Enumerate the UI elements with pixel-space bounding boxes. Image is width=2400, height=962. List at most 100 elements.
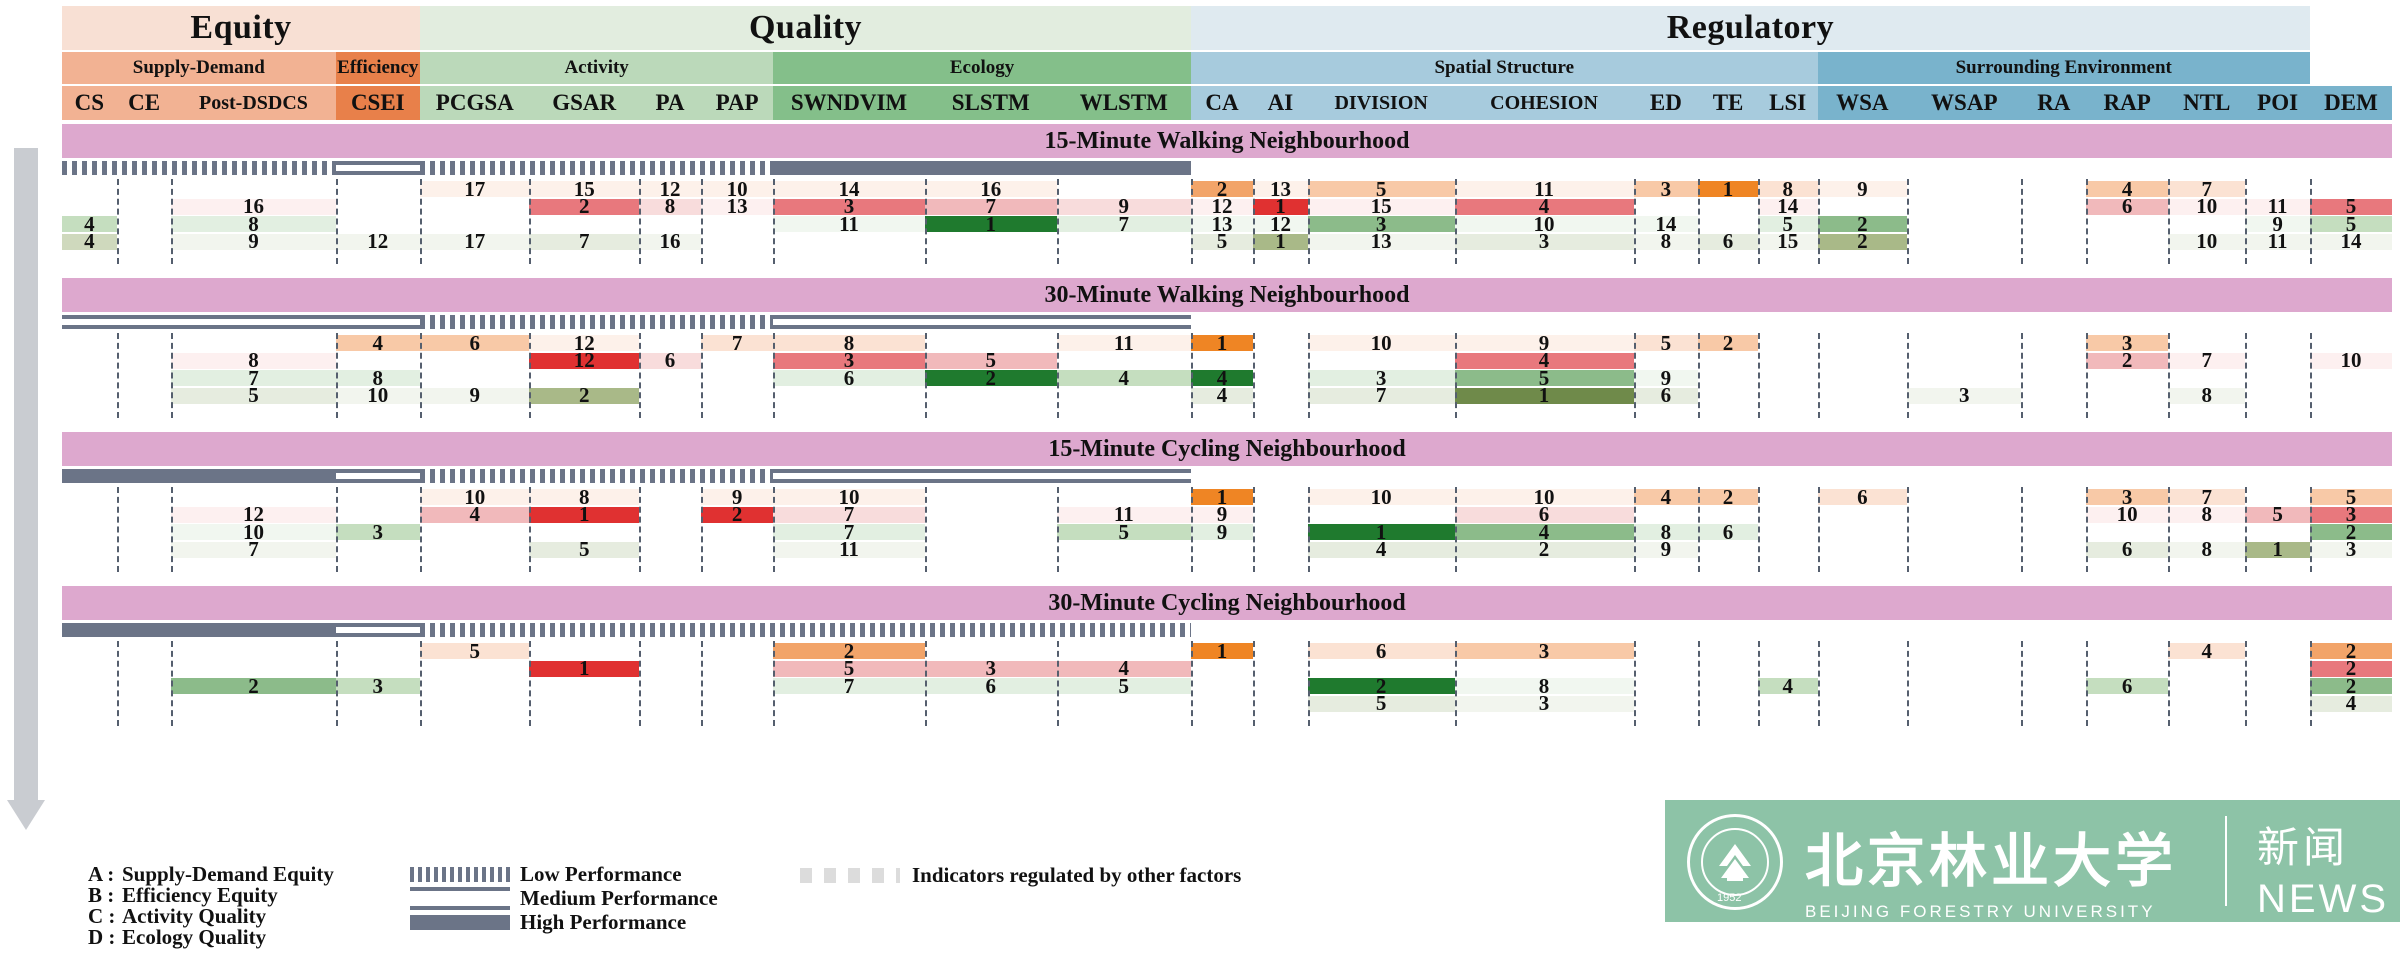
scale-arrow-stem bbox=[14, 148, 38, 800]
cell-C-CSEI: 3 bbox=[335, 520, 421, 544]
legend-swatch-high bbox=[410, 915, 510, 930]
cell-A-DIVISION: 10 bbox=[1307, 485, 1455, 509]
cell-A-RAP: 3 bbox=[2086, 485, 2169, 509]
cell-A-NTL: 7 bbox=[2168, 485, 2246, 509]
cell-A-SWNDVIM: 8 bbox=[773, 331, 925, 355]
legend-row-label: Activity Quality bbox=[122, 904, 267, 928]
cell-B-GSAR: 1 bbox=[529, 656, 639, 680]
column-separator bbox=[1253, 641, 1256, 726]
legend-row-key: B : bbox=[88, 883, 115, 907]
legend-row-key: C : bbox=[88, 904, 116, 928]
column-separator bbox=[171, 487, 174, 572]
column-header-wlstm: WLSTM bbox=[1056, 86, 1191, 120]
column-separator bbox=[116, 487, 119, 572]
cell-D-PA: 16 bbox=[638, 229, 702, 253]
cell-C-DEM: 2 bbox=[2309, 674, 2392, 698]
cell-C-COHESION: 4 bbox=[1454, 520, 1634, 544]
cell-A-COHESION: 9 bbox=[1454, 331, 1634, 355]
cell-C-CA: 9 bbox=[1190, 520, 1254, 544]
cell-A-PAP: 7 bbox=[701, 331, 774, 355]
column-separator bbox=[638, 641, 641, 726]
cell-C-COHESION: 10 bbox=[1454, 212, 1634, 236]
cell-C-COHESION: 5 bbox=[1454, 366, 1634, 390]
legend-regulated: Indicators regulated by other factors bbox=[800, 862, 1241, 888]
column-separator bbox=[1307, 487, 1310, 572]
cell-C-COHESION: 8 bbox=[1454, 674, 1634, 698]
cell-C-DEM: 2 bbox=[2309, 520, 2392, 544]
column-separator bbox=[1757, 179, 1760, 264]
column-separator bbox=[1454, 333, 1457, 418]
cell-A-TE: 1 bbox=[1698, 177, 1758, 201]
cell-C-LSI: 5 bbox=[1757, 212, 1818, 236]
legend-performance-med: Medium Performance bbox=[410, 886, 718, 911]
column-separator bbox=[116, 641, 119, 726]
performance-bar-med bbox=[335, 469, 421, 483]
cell-A-DIVISION: 5 bbox=[1307, 177, 1455, 201]
performance-bar-med bbox=[335, 161, 421, 175]
cell-A-RAP: 3 bbox=[2086, 331, 2169, 355]
column-separator bbox=[1056, 487, 1059, 572]
cell-C-POI: 9 bbox=[2245, 212, 2310, 236]
column-header-ce: CE bbox=[116, 86, 172, 120]
column-separator bbox=[638, 333, 641, 418]
column-separator bbox=[335, 487, 338, 572]
column-header-swndvim: SWNDVIM bbox=[773, 86, 925, 120]
cell-D-Post-DSDCS: 9 bbox=[171, 229, 336, 253]
bfu-seal-icon bbox=[1687, 814, 1783, 910]
column-header-gsar: GSAR bbox=[529, 86, 639, 120]
column-separator bbox=[1698, 333, 1701, 418]
cell-D-NTL: 8 bbox=[2168, 537, 2246, 561]
performance-bar-low bbox=[420, 469, 774, 483]
cell-C-Post-DSDCS: 2 bbox=[171, 674, 336, 698]
column-separator bbox=[116, 333, 119, 418]
cell-A-DEM: 5 bbox=[2309, 485, 2392, 509]
legend-regulated-label: Indicators regulated by other factors bbox=[912, 863, 1242, 887]
column-separator bbox=[773, 487, 776, 572]
column-header-ed: ED bbox=[1633, 86, 1699, 120]
column-separator bbox=[701, 179, 704, 264]
performance-bar-low bbox=[420, 315, 774, 329]
bfu-news-en: NEWS bbox=[2257, 877, 2389, 921]
legend-row-label: Ecology Quality bbox=[122, 925, 267, 949]
column-header-cs: CS bbox=[62, 86, 117, 120]
cell-D-GSAR: 7 bbox=[529, 229, 639, 253]
scale-arrow-head bbox=[7, 800, 45, 830]
column-separator bbox=[171, 179, 174, 264]
cell-D-LSI: 15 bbox=[1757, 229, 1818, 253]
column-separator bbox=[773, 333, 776, 418]
cell-D-DEM: 3 bbox=[2309, 537, 2392, 561]
performance-bar-med bbox=[773, 315, 1191, 329]
column-separator bbox=[1817, 487, 1820, 572]
column-separator bbox=[335, 333, 338, 418]
cell-C-WLSTM: 5 bbox=[1056, 520, 1191, 544]
column-separator bbox=[529, 333, 532, 418]
column-separator bbox=[1698, 487, 1701, 572]
column-header-wsa: WSA bbox=[1817, 86, 1908, 120]
cell-B-RAP: 6 bbox=[2086, 194, 2169, 218]
cell-B-GSAR: 12 bbox=[529, 348, 639, 372]
column-separator bbox=[1454, 179, 1457, 264]
performance-bar-high bbox=[773, 161, 1191, 175]
cell-B-Post-DSDCS: 8 bbox=[171, 348, 336, 372]
header-group-l2-3: Ecology bbox=[773, 52, 1191, 84]
column-separator bbox=[2168, 179, 2171, 264]
cell-D-DEM: 4 bbox=[2309, 691, 2392, 715]
column-separator bbox=[1817, 641, 1820, 726]
cell-C-DIVISION: 2 bbox=[1307, 674, 1455, 698]
cell-D-GSAR: 5 bbox=[529, 537, 639, 561]
cell-A-TE: 2 bbox=[1698, 331, 1758, 355]
cell-D-ED: 9 bbox=[1633, 537, 1699, 561]
cell-D-CS: 4 bbox=[62, 229, 117, 253]
cell-A-RAP: 4 bbox=[2086, 177, 2169, 201]
cell-D-DIVISION: 4 bbox=[1307, 537, 1455, 561]
cell-A-DIVISION: 6 bbox=[1307, 639, 1455, 663]
cell-C-WLSTM: 5 bbox=[1056, 674, 1191, 698]
column-separator bbox=[2021, 333, 2024, 418]
column-separator bbox=[1757, 487, 1760, 572]
cell-A-WSA: 9 bbox=[1817, 177, 1908, 201]
column-separator bbox=[1817, 333, 1820, 418]
column-header-division: DIVISION bbox=[1307, 86, 1455, 120]
cell-D-GSAR: 2 bbox=[529, 383, 639, 407]
legend-row-key: A : bbox=[88, 862, 115, 886]
